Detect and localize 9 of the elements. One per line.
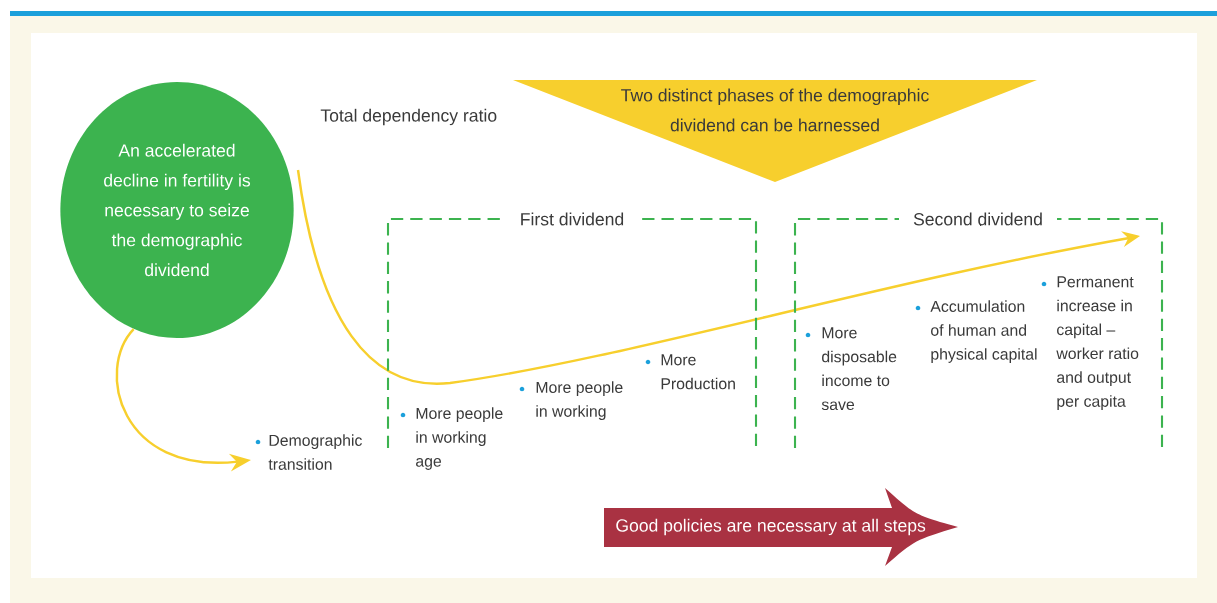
bullet-item: Permanent increase in capital – worker ratio and output per capita	[1041, 276, 1139, 410]
banner-triangle: Two distinct phases of the demographic dividend can be harnessed	[513, 80, 1037, 182]
bullet-item: Demographic transition	[255, 434, 362, 470]
bullet-item: More people in working	[519, 381, 623, 420]
bullet-item: More disposable income to save	[805, 327, 897, 411]
bullet-item: More people in working age	[400, 407, 503, 470]
bullet-item: Accumulation of human and physical capital	[915, 300, 1037, 363]
bullet-item: More Production	[645, 354, 735, 390]
curve-label: Total dependency ratio	[320, 108, 497, 126]
